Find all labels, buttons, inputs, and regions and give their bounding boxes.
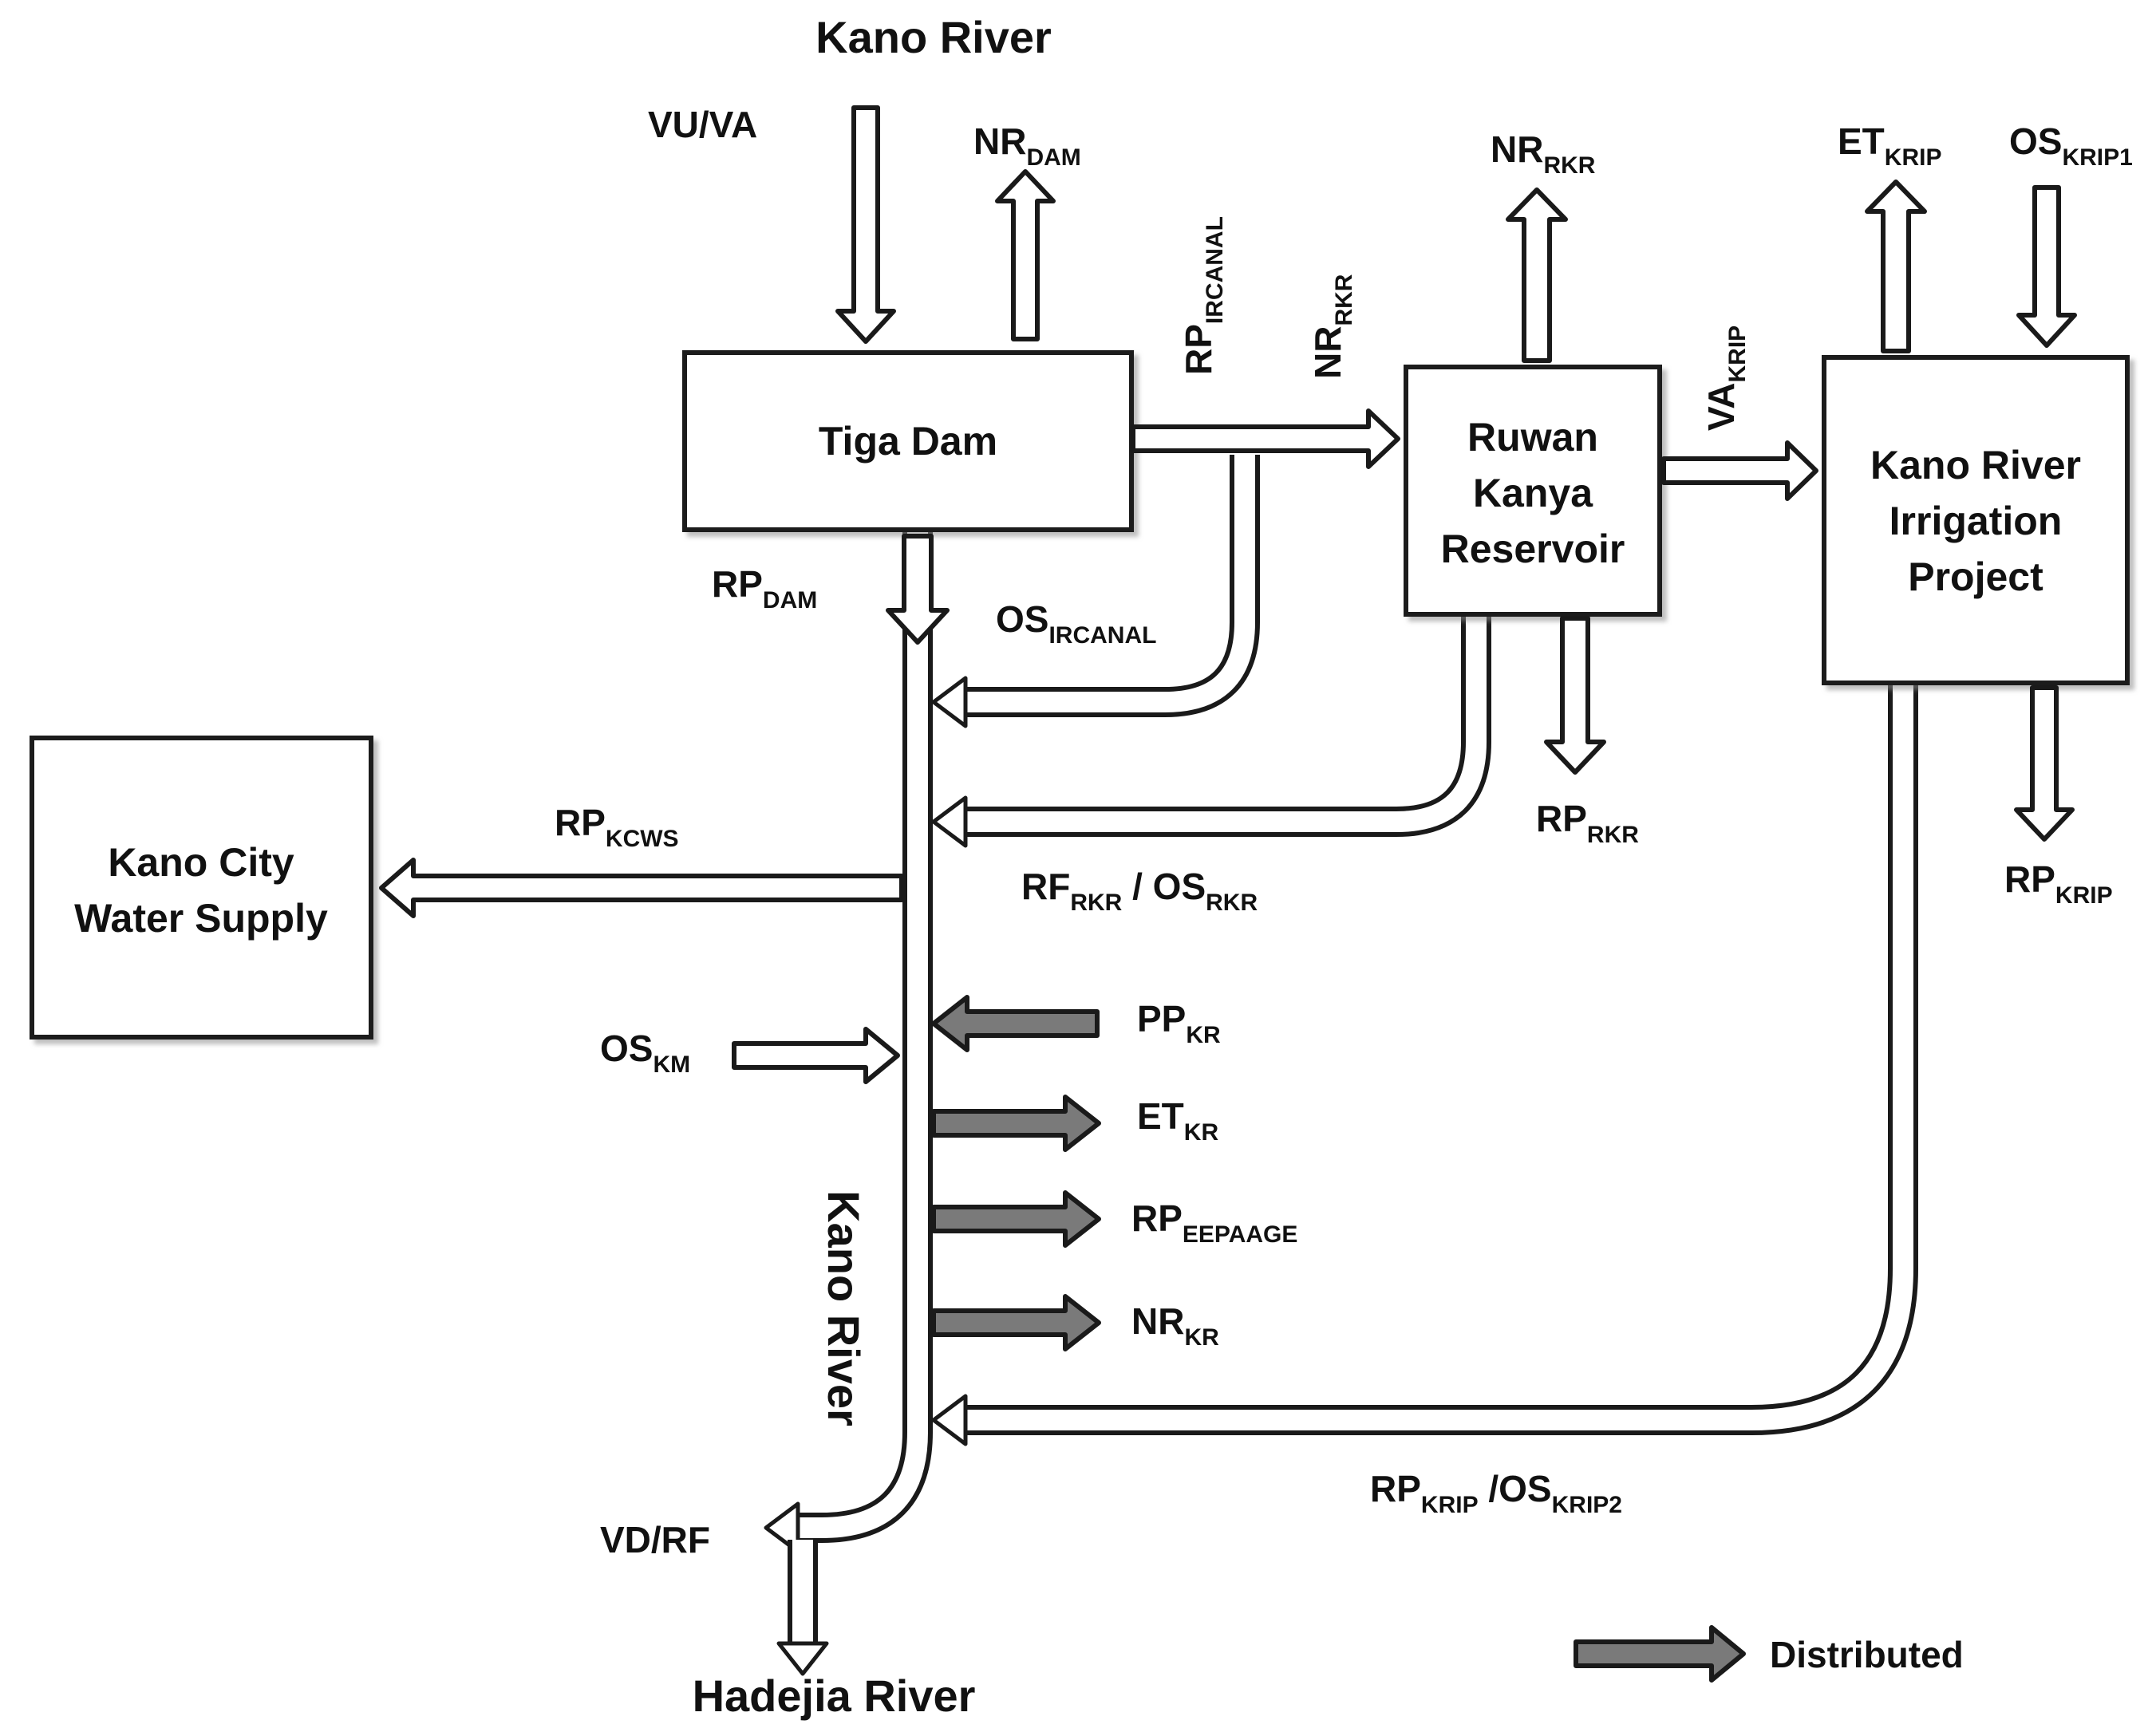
ruwan-kanya-label-line2: Kanya <box>1473 471 1593 515</box>
nr-dam-arrow <box>995 169 1056 341</box>
os-km-label: OSKM <box>600 1028 690 1078</box>
rf-os-rkr-pipe <box>931 614 1491 848</box>
va-krip-label: VAKRIP <box>1700 325 1751 431</box>
tiga-dam-label: Tiga Dam <box>819 419 997 464</box>
rp-rkr-down-arrow <box>1544 616 1606 775</box>
hadejia-river-title: Hadejia River <box>693 1671 976 1721</box>
rp-krip-label: RPKRIP <box>2004 858 2113 909</box>
rp-eepaage-label: RPEEPAAGE <box>1131 1197 1297 1248</box>
legend-distributed-arrow <box>1574 1625 1746 1683</box>
rp-krip-arrow <box>2014 685 2075 842</box>
nr-kr-distributed-arrow <box>931 1294 1101 1351</box>
rp-os-krip2-label: RPKRIP /OSKRIP2 <box>1370 1468 1622 1518</box>
os-ircanal-pipe <box>931 455 1260 728</box>
krip-box: Kano River Irrigation Project <box>1822 355 2130 685</box>
et-krip-label: ETKRIP <box>1838 120 1941 171</box>
legend: Distributed <box>1574 1625 1964 1683</box>
krip-label-line3: Project <box>1908 554 2043 599</box>
et-krip-arrow <box>1865 180 1927 353</box>
main-river-pipe <box>764 531 933 1554</box>
rp-ircanal-label: RPIRCANAL <box>1178 216 1228 375</box>
hadejia-outflow-arrow <box>776 1540 829 1676</box>
tiga-dam-box: Tiga Dam <box>682 350 1134 532</box>
rf-os-rkr-label: RFRKR / OSRKR <box>1021 866 1258 916</box>
vu-va-inflow-arrow <box>835 105 896 344</box>
os-krip1-arrow <box>2016 185 2077 348</box>
krip-label-line2: Irrigation <box>1889 499 2063 543</box>
nr-rkr-up-arrow <box>1506 187 1568 363</box>
pp-kr-distributed-arrow <box>931 995 1100 1052</box>
legend-distributed-label: Distributed <box>1770 1634 1964 1675</box>
et-kr-distributed-arrow <box>931 1095 1101 1152</box>
tiga-to-ruwan-kanya-arrow <box>1131 408 1400 469</box>
kano-river-vertical-title: Kano River <box>819 1190 869 1426</box>
ruwan-kanya-label-line3: Reservoir <box>1441 527 1625 571</box>
kano-river-top-title: Kano River <box>815 12 1052 62</box>
kano-city-water-supply-box: Kano City Water Supply <box>30 736 373 1040</box>
rp-os-krip2-pipe <box>931 682 1918 1446</box>
nr-kr-label: NRKR <box>1131 1300 1219 1351</box>
ruwan-kanya-reservoir-box: Ruwan Kanya Reservoir <box>1404 365 1662 617</box>
os-ircanal-label: OSIRCANAL <box>996 598 1156 649</box>
rp-rkr-label: RPRKR <box>1536 798 1639 848</box>
rp-dam-arrow <box>886 534 950 645</box>
rp-dam-label: RPDAM <box>712 563 817 613</box>
rp-kcws-arrow <box>379 858 904 918</box>
krip-label-line1: Kano River <box>1870 443 2081 487</box>
os-km-arrow <box>732 1027 900 1084</box>
nr-rkr-rotated-label: NRRKR <box>1307 274 1357 379</box>
va-krip-arrow <box>1661 440 1818 501</box>
rp-eepaage-distributed-arrow <box>931 1190 1101 1248</box>
pp-kr-label: PPKR <box>1137 998 1221 1048</box>
vu-va-label: VU/VA <box>648 104 757 145</box>
os-krip1-label: OSKRIP1 <box>2009 120 2133 171</box>
ruwan-kanya-label-line1: Ruwan <box>1467 415 1598 460</box>
rp-kcws-label: RPKCWS <box>555 802 679 852</box>
vd-rf-label: VD/RF <box>600 1519 710 1560</box>
kcws-label-line2: Water Supply <box>74 896 328 941</box>
kcws-label-line1: Kano City <box>108 840 294 885</box>
nr-rkr-top-label: NRRKR <box>1491 128 1596 179</box>
et-kr-label: ETKR <box>1137 1095 1218 1146</box>
nr-dam-label: NRDAM <box>973 120 1081 171</box>
